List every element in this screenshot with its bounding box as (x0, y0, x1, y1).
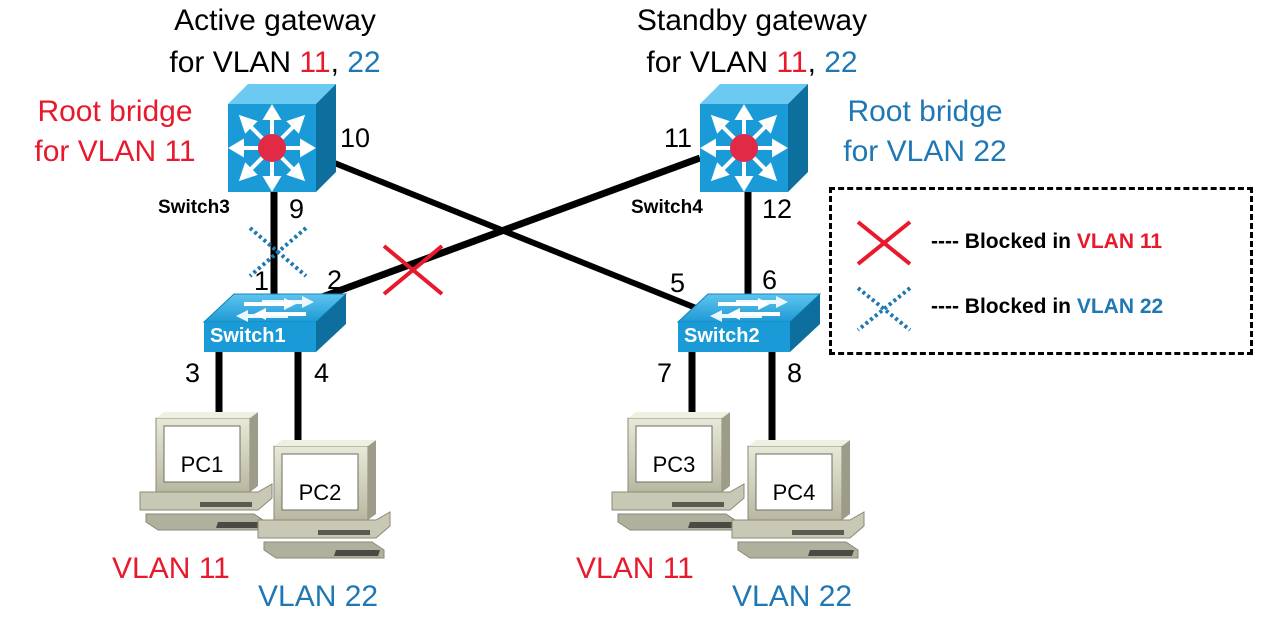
link-switch4-switch1 (312, 154, 702, 304)
pc4-vlan-label: VLAN 22 (732, 580, 853, 613)
switch3-root-line1: Root bridge (37, 95, 193, 128)
port-label-4: 4 (314, 358, 330, 388)
switch2-name: Switch2 (684, 325, 760, 347)
pc2-name: PC2 (298, 480, 342, 505)
legend-box (829, 187, 1253, 355)
switch4-root-bridge-label: Root bridge for VLAN 22 (820, 97, 1030, 167)
switch3-name: Switch3 (158, 197, 230, 218)
legend-blue-x-icon (856, 286, 912, 332)
pc4-name: PC4 (772, 480, 816, 505)
switch4-heading: Standby gateway for VLAN 11, 22 (612, 6, 892, 78)
switch4-heading-vlan-11: 11 (776, 46, 808, 79)
port-label-2: 2 (327, 265, 343, 295)
switch2-icon (676, 293, 822, 352)
switch4-heading-prefix: for VLAN (646, 46, 777, 79)
switch4-heading-line1: Standby gateway (636, 4, 868, 37)
switch4-heading-line2: for VLAN 11, 22 (612, 48, 892, 78)
switch3-icon (228, 84, 336, 192)
port-label-12: 12 (762, 194, 793, 224)
legend-item-vlan22: ---- Blocked in VLAN 22 (931, 296, 1163, 317)
port-label-10: 10 (340, 123, 371, 153)
pc2-icon (257, 440, 391, 559)
switch3-heading-line2: for VLAN 11, 22 (150, 48, 400, 78)
legend-vlan11-prefix: ---- Blocked in (931, 230, 1077, 253)
pc3-name: PC3 (652, 452, 696, 477)
legend-vlan11-text: VLAN 11 (1076, 230, 1163, 253)
port-label-5: 5 (670, 268, 686, 298)
pc3-vlan-label: VLAN 11 (576, 552, 694, 585)
switch4-root-line1: Root bridge (847, 95, 1003, 128)
switch3-root-bridge-label: Root bridge for VLAN 11 (20, 97, 210, 167)
link-switch3-switch2 (330, 159, 698, 311)
switch1-icon (202, 293, 348, 352)
legend-item-vlan11: ---- Blocked in VLAN 11 (931, 231, 1162, 252)
legend-vlan22-text: VLAN 22 (1076, 295, 1164, 318)
switch4-heading-vlan-22: 22 (824, 46, 858, 79)
blocked-vlan22-marker (248, 226, 308, 278)
pc2-vlan-label: VLAN 22 (258, 580, 379, 613)
switch3-root-line2: for VLAN 11 (34, 135, 196, 168)
switch3-heading-sep: , (330, 46, 348, 79)
pc1-icon (139, 412, 273, 531)
pc1-name: PC1 (180, 452, 224, 477)
switch4-heading-sep: , (807, 46, 825, 79)
switch3-heading-vlan-11: 11 (299, 46, 331, 79)
switch4-icon (700, 84, 808, 192)
port-label-7: 7 (657, 358, 673, 388)
legend-red-x-icon (856, 220, 912, 266)
blocked-vlan11-marker (382, 244, 444, 296)
switch4-name: Switch4 (631, 197, 703, 218)
port-label-11: 11 (664, 123, 693, 153)
port-label-8: 8 (787, 358, 803, 388)
switch4-root-line2: for VLAN 22 (843, 135, 1007, 168)
pc4-icon (731, 440, 865, 559)
switch3-heading: Active gateway for VLAN 11, 22 (150, 6, 400, 78)
switch3-heading-prefix: for VLAN (169, 46, 300, 79)
pc1-vlan-label: VLAN 11 (112, 552, 230, 585)
switch3-heading-vlan-22: 22 (347, 46, 381, 79)
legend-vlan22-prefix: ---- Blocked in (931, 295, 1077, 318)
port-label-9: 9 (289, 194, 305, 224)
switch1-name: Switch1 (210, 325, 286, 347)
port-label-6: 6 (762, 265, 778, 295)
switch3-heading-line1: Active gateway (174, 4, 376, 37)
links (215, 154, 776, 448)
port-label-1: 1 (254, 266, 270, 296)
port-label-3: 3 (185, 358, 201, 388)
